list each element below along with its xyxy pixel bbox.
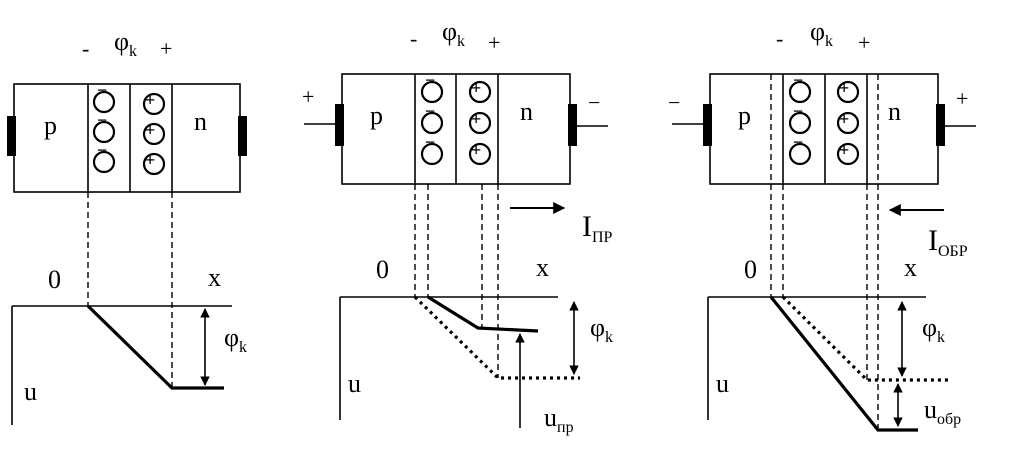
barrier-label: φk: [922, 313, 945, 346]
svg-text:−: −: [97, 80, 107, 100]
panel-equilibrium: - φk + p n − − − + + + 0 x u: [7, 27, 247, 425]
panel-reverse-bias: - φk + − + p n − − − + + + IОБР: [668, 17, 976, 432]
potential-label: φk: [114, 27, 137, 60]
potential-curve: [86, 304, 224, 390]
svg-text:−: −: [97, 110, 107, 130]
svg-text:+: +: [145, 150, 155, 170]
u-axis-label: u: [716, 369, 729, 398]
u-axis-label: u: [348, 369, 361, 398]
electrode-left: [335, 104, 344, 146]
electrode-right: [568, 104, 577, 146]
positive-ions: + + +: [836, 78, 860, 166]
terminal-right-sign: +: [956, 86, 968, 111]
svg-text:−: −: [793, 101, 803, 121]
origin-label: 0: [744, 255, 757, 284]
negative-ions: − − −: [420, 70, 444, 166]
positive-ions: + + +: [142, 90, 166, 176]
electrode-right: [238, 116, 247, 156]
x-axis-label: x: [904, 253, 917, 282]
svg-text:−: −: [425, 132, 435, 152]
equilibrium-potential-curve: [413, 295, 580, 380]
forward-voltage-label: uпр: [544, 403, 574, 436]
sign-plus: +: [160, 36, 172, 61]
svg-text:+: +: [145, 120, 155, 140]
terminal-left-sign: +: [302, 84, 314, 109]
electrode-left: [7, 116, 16, 156]
svg-text:−: −: [793, 132, 803, 152]
svg-text:−: −: [425, 101, 435, 121]
x-axis-label: x: [536, 253, 549, 282]
reverse-potential-curve: [769, 295, 918, 432]
svg-text:−: −: [793, 70, 803, 90]
barrier-label: φk: [590, 313, 613, 346]
region-p-label: p: [370, 101, 383, 130]
reverse-current-label: IОБР: [928, 224, 968, 260]
svg-text:+: +: [471, 109, 481, 129]
reverse-voltage-label: uобр: [924, 395, 961, 428]
region-n-label: n: [520, 97, 533, 126]
svg-text:+: +: [471, 140, 481, 160]
barrier-label: φk: [224, 323, 247, 356]
terminal-right-sign: −: [588, 90, 600, 115]
terminal-left-sign: −: [668, 90, 680, 115]
svg-text:+: +: [839, 109, 849, 129]
svg-text:+: +: [839, 140, 849, 160]
origin-label: 0: [376, 255, 389, 284]
u-axis-label: u: [24, 377, 37, 406]
svg-text:−: −: [425, 70, 435, 90]
panel-forward-bias: - φk + + − p n − − − + + + IПР 0: [302, 17, 613, 436]
svg-text:+: +: [145, 90, 155, 110]
sign-minus: -: [776, 26, 783, 51]
region-p-label: p: [738, 101, 751, 130]
svg-text:+: +: [839, 78, 849, 98]
positive-ions: + + +: [468, 78, 492, 166]
electrode-left: [703, 104, 712, 146]
svg-text:−: −: [97, 140, 107, 160]
sign-plus: +: [858, 30, 870, 55]
region-p-label: p: [44, 111, 57, 140]
region-n-label: n: [888, 97, 901, 126]
potential-label: φk: [442, 17, 465, 50]
origin-label: 0: [48, 265, 61, 294]
forward-current-label: IПР: [582, 210, 613, 246]
svg-text:+: +: [471, 78, 481, 98]
x-axis-label: x: [208, 263, 221, 292]
electrode-right: [936, 104, 945, 146]
sign-minus: -: [82, 36, 89, 61]
sign-minus: -: [410, 26, 417, 51]
forward-potential-curve: [427, 295, 539, 333]
sign-plus: +: [488, 30, 500, 55]
region-n-label: n: [194, 107, 207, 136]
potential-label: φk: [810, 17, 833, 50]
negative-ions: − − −: [788, 70, 812, 166]
negative-ions: − − −: [92, 80, 116, 174]
